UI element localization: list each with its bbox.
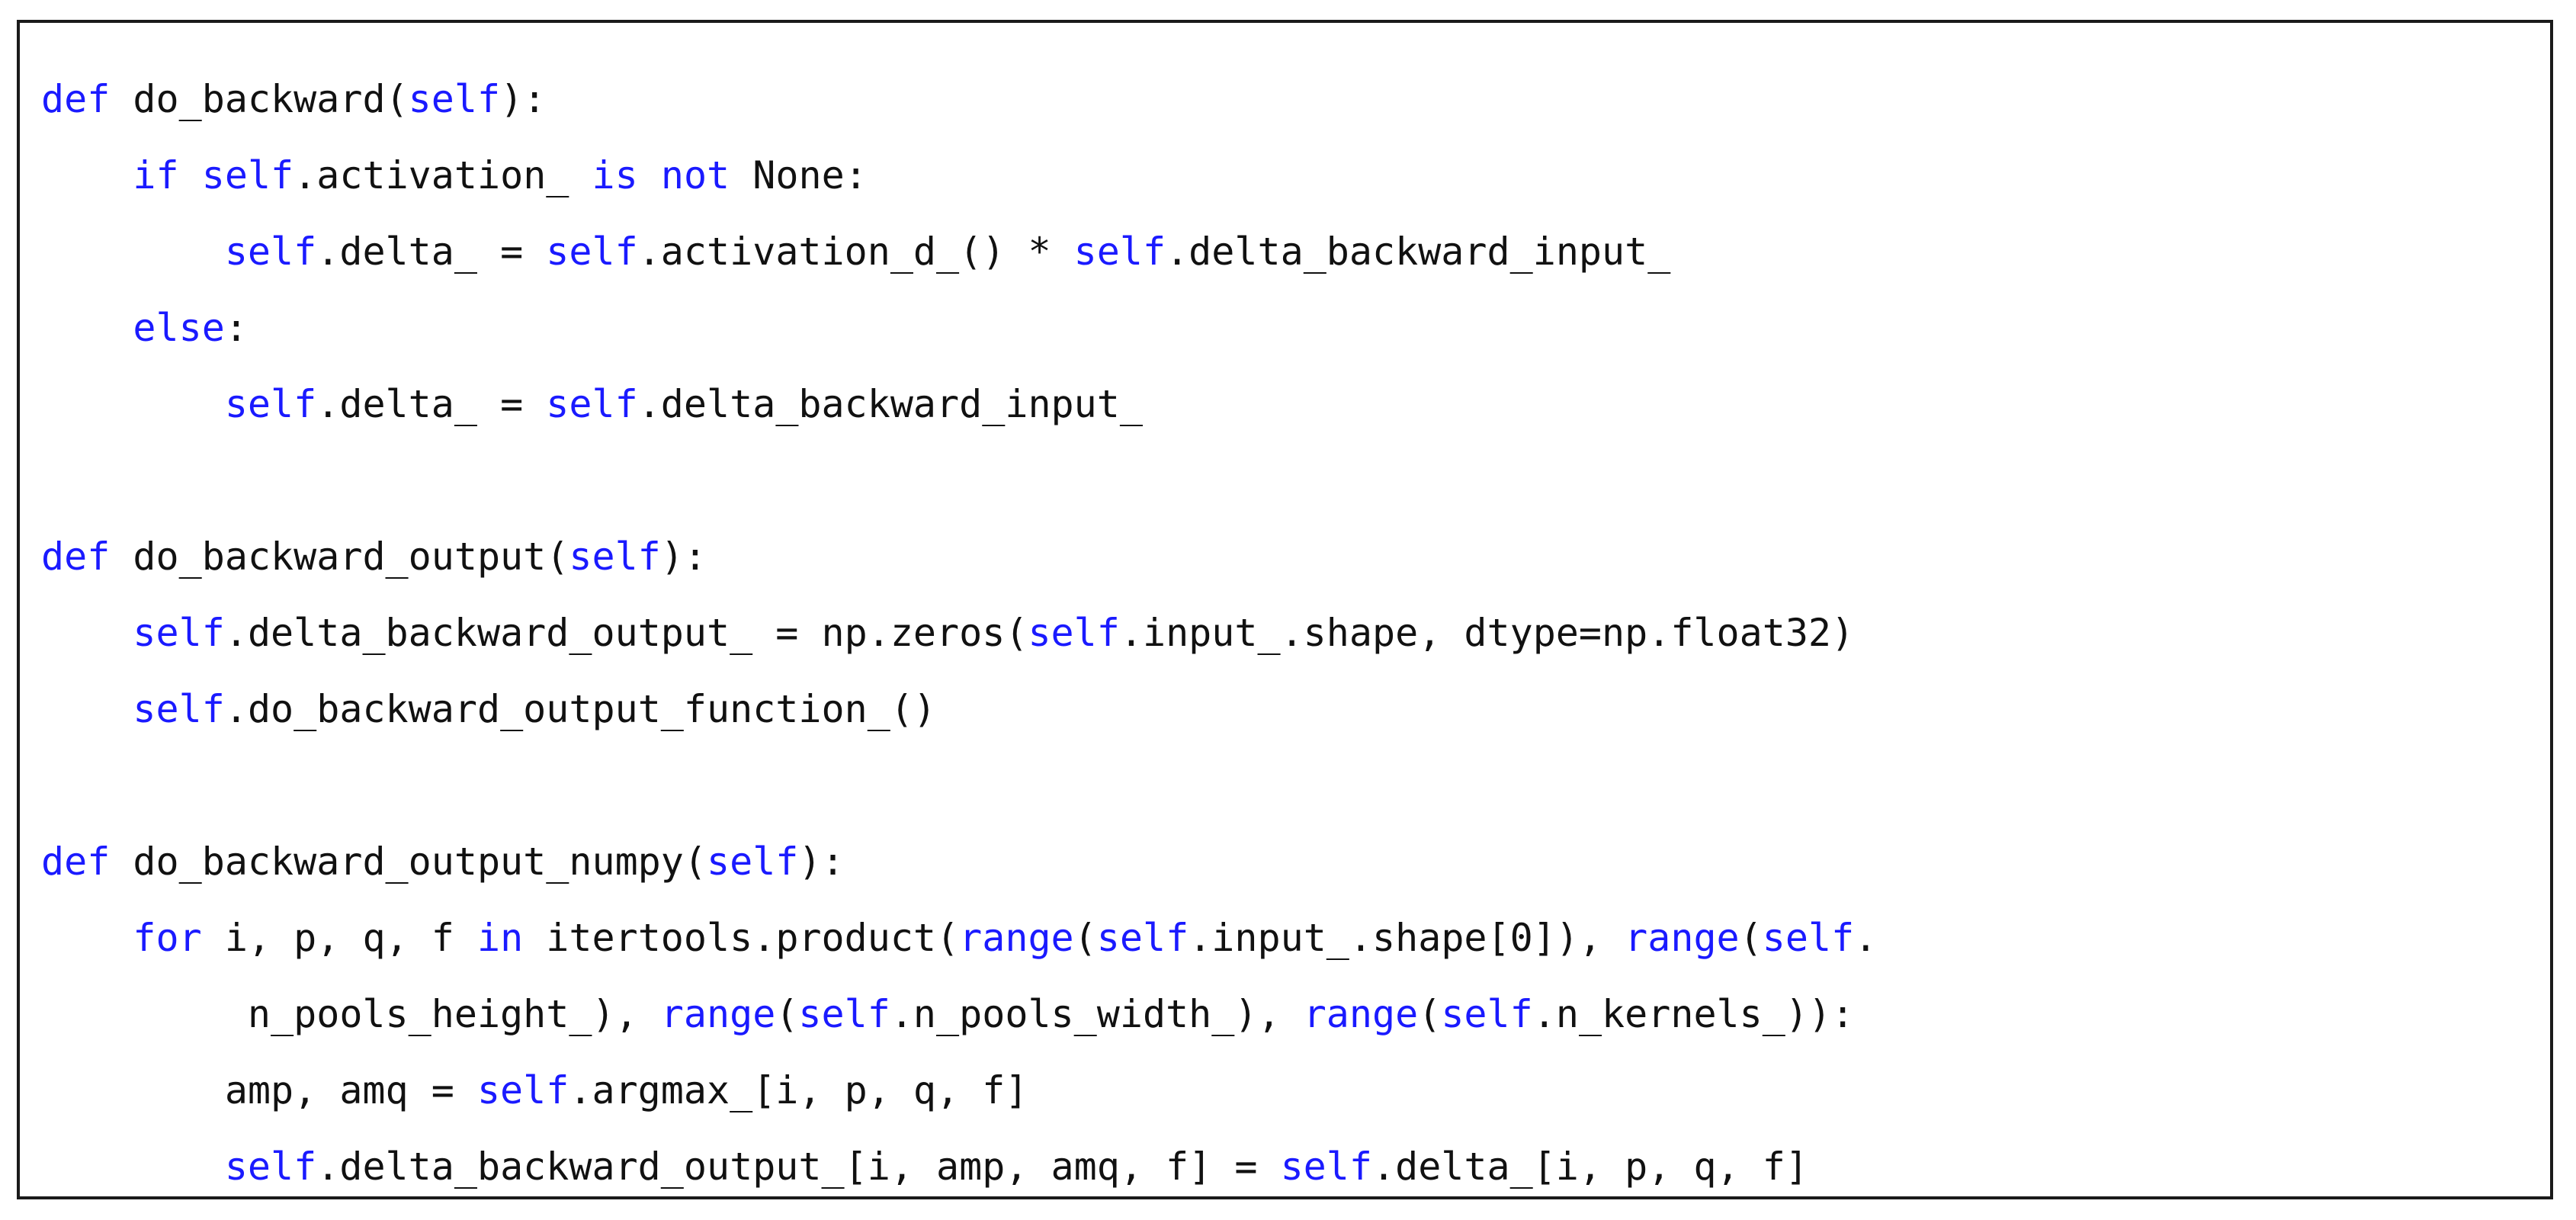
code-text bbox=[41, 916, 133, 960]
code-text bbox=[41, 611, 133, 655]
code-text: .n_kernels_)): bbox=[1532, 992, 1855, 1036]
code-text: .argmax_[i, p, q, f] bbox=[569, 1068, 1028, 1112]
code-listing-frame: def do_backward(self): if self.activatio… bbox=[17, 20, 2553, 1199]
code-text bbox=[41, 382, 225, 426]
code-keyword: self bbox=[798, 992, 890, 1036]
code-keyword: self bbox=[224, 382, 317, 426]
code-text: .activation_ bbox=[294, 153, 592, 197]
code-keyword: def bbox=[41, 840, 111, 884]
code-line bbox=[41, 747, 1877, 824]
code-line: self.do_backward_output_function_() bbox=[41, 671, 1877, 747]
code-text bbox=[41, 687, 133, 731]
code-keyword: self bbox=[476, 1068, 569, 1112]
code-keyword: range bbox=[660, 992, 776, 1036]
code-text bbox=[41, 230, 225, 274]
code-text: .input_.shape[0]), bbox=[1189, 916, 1625, 960]
code-keyword: self bbox=[133, 687, 225, 731]
code-keyword: self bbox=[1073, 230, 1166, 274]
code-line: def do_backward(self): bbox=[41, 61, 1877, 137]
code-text: do_backward_output( bbox=[110, 535, 569, 579]
code-text: do_backward( bbox=[110, 77, 409, 121]
code-block: def do_backward(self): if self.activatio… bbox=[41, 61, 1877, 1205]
code-keyword: self bbox=[1028, 611, 1120, 655]
code-text: ): bbox=[660, 535, 707, 579]
code-text: .n_pools_width_), bbox=[890, 992, 1304, 1036]
code-text: ): bbox=[798, 840, 845, 884]
code-keyword: self bbox=[706, 840, 799, 884]
code-keyword: def bbox=[41, 535, 111, 579]
code-line: else: bbox=[41, 290, 1877, 366]
code-line: def do_backward_output(self): bbox=[41, 518, 1877, 595]
code-text: .delta_backward_output_[i, amp, amq, f] … bbox=[316, 1145, 1281, 1189]
code-keyword: in bbox=[476, 916, 524, 960]
code-text bbox=[638, 153, 661, 197]
code-line: n_pools_height_), range(self.n_pools_wid… bbox=[41, 976, 1877, 1052]
code-keyword: self bbox=[569, 535, 661, 579]
code-keyword: self bbox=[224, 230, 317, 274]
code-text: .delta_backward_input_ bbox=[637, 382, 1143, 426]
code-keyword: is bbox=[592, 153, 638, 197]
code-keyword: self bbox=[1280, 1145, 1372, 1189]
code-keyword: self bbox=[1096, 916, 1189, 960]
code-keyword: range bbox=[959, 916, 1074, 960]
code-text: ( bbox=[1418, 992, 1442, 1036]
code-text: ( bbox=[1739, 916, 1763, 960]
code-keyword: else bbox=[133, 306, 225, 350]
code-line: def do_backward_output_numpy(self): bbox=[41, 824, 1877, 900]
code-text: ): bbox=[500, 77, 547, 121]
code-text: .activation_d_() * bbox=[637, 230, 1074, 274]
code-keyword: self bbox=[408, 77, 501, 121]
code-line: self.delta_backward_output_[i, amp, amq,… bbox=[41, 1128, 1877, 1205]
code-keyword: self bbox=[546, 382, 638, 426]
code-keyword: self bbox=[546, 230, 638, 274]
code-keyword: range bbox=[1625, 916, 1740, 960]
code-text: itertools.product( bbox=[523, 916, 960, 960]
code-text bbox=[41, 1145, 225, 1189]
code-text: . bbox=[1854, 916, 1878, 960]
code-text: .do_backward_output_function_() bbox=[224, 687, 937, 731]
code-keyword: self bbox=[224, 1145, 317, 1189]
code-keyword: self bbox=[133, 611, 225, 655]
code-text: n_pools_height_), bbox=[41, 992, 661, 1036]
code-line: for i, p, q, f in itertools.product(rang… bbox=[41, 900, 1877, 976]
code-text: .delta_backward_input_ bbox=[1166, 230, 1671, 274]
code-text: .delta_ = bbox=[316, 382, 547, 426]
code-text: amp, amq = bbox=[41, 1068, 477, 1112]
code-text: : bbox=[224, 306, 248, 350]
code-keyword: range bbox=[1303, 992, 1419, 1036]
code-keyword: self bbox=[1441, 992, 1533, 1036]
code-line: self.delta_ = self.delta_backward_input_ bbox=[41, 366, 1877, 442]
code-text: .delta_[i, p, q, f] bbox=[1371, 1145, 1808, 1189]
code-line bbox=[41, 442, 1877, 518]
code-keyword: self bbox=[201, 153, 294, 197]
code-text: ( bbox=[1073, 916, 1097, 960]
code-line: amp, amq = self.argmax_[i, p, q, f] bbox=[41, 1052, 1877, 1128]
code-keyword: not bbox=[660, 153, 730, 197]
code-text: None: bbox=[730, 153, 868, 197]
code-line: self.delta_backward_output_ = np.zeros(s… bbox=[41, 595, 1877, 671]
code-keyword: def bbox=[41, 77, 111, 121]
code-line: if self.activation_ is not None: bbox=[41, 137, 1877, 214]
code-text: ( bbox=[775, 992, 799, 1036]
code-text: i, p, q, f bbox=[201, 916, 477, 960]
code-text: .delta_ = bbox=[316, 230, 547, 274]
code-text bbox=[41, 306, 133, 350]
code-text bbox=[41, 153, 133, 197]
code-text: .input_.shape, dtype=np.float32) bbox=[1119, 611, 1855, 655]
code-line: self.delta_ = self.activation_d_() * sel… bbox=[41, 214, 1877, 290]
code-text: .delta_backward_output_ = np.zeros( bbox=[224, 611, 1028, 655]
code-keyword: if bbox=[133, 153, 179, 197]
code-keyword: for bbox=[133, 916, 202, 960]
code-keyword: self bbox=[1762, 916, 1855, 960]
code-text bbox=[179, 153, 202, 197]
code-text: do_backward_output_numpy( bbox=[110, 840, 707, 884]
